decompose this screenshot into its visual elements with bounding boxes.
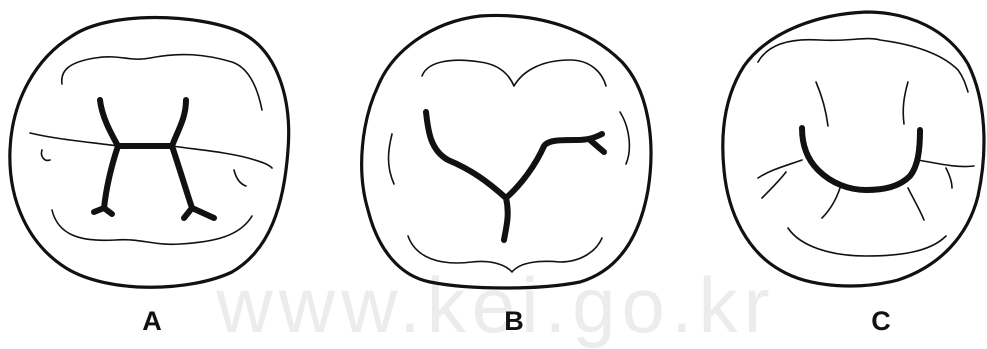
tooth-c-outline: [723, 12, 984, 286]
tooth-a-ridge-right: [172, 146, 272, 186]
figure: www.kei.go.kr: [0, 0, 987, 338]
tooth-c: [723, 12, 984, 286]
tooth-b-outline: [362, 15, 651, 288]
tooth-a-groove: [94, 100, 214, 218]
tooth-c-groove: [802, 128, 920, 190]
tooth-a-ridge-top: [62, 55, 262, 110]
tooth-b: [362, 15, 651, 288]
label-b: B: [484, 308, 544, 335]
tooth-b-ridge-right: [620, 112, 629, 164]
tooth-c-ridge-left: [758, 160, 802, 198]
tooth-a: [10, 18, 289, 288]
tooth-b-ridge-left: [389, 134, 395, 184]
tooth-c-ridge-bottom: [788, 228, 946, 256]
tooth-c-ridge-inner-right: [903, 82, 908, 124]
tooth-c-ridge-right: [918, 160, 974, 188]
tooth-a-ridge-left: [30, 133, 118, 160]
tooth-a-ridge-bottom: [52, 210, 252, 244]
tooth-b-groove: [426, 112, 604, 240]
label-c: C: [851, 308, 911, 335]
label-a: A: [122, 308, 182, 335]
teeth-drawing: [0, 0, 987, 338]
tooth-b-ridge-top: [422, 60, 606, 86]
tooth-c-ridge-inner-left: [816, 82, 828, 126]
tooth-c-ridge-top: [758, 39, 968, 92]
